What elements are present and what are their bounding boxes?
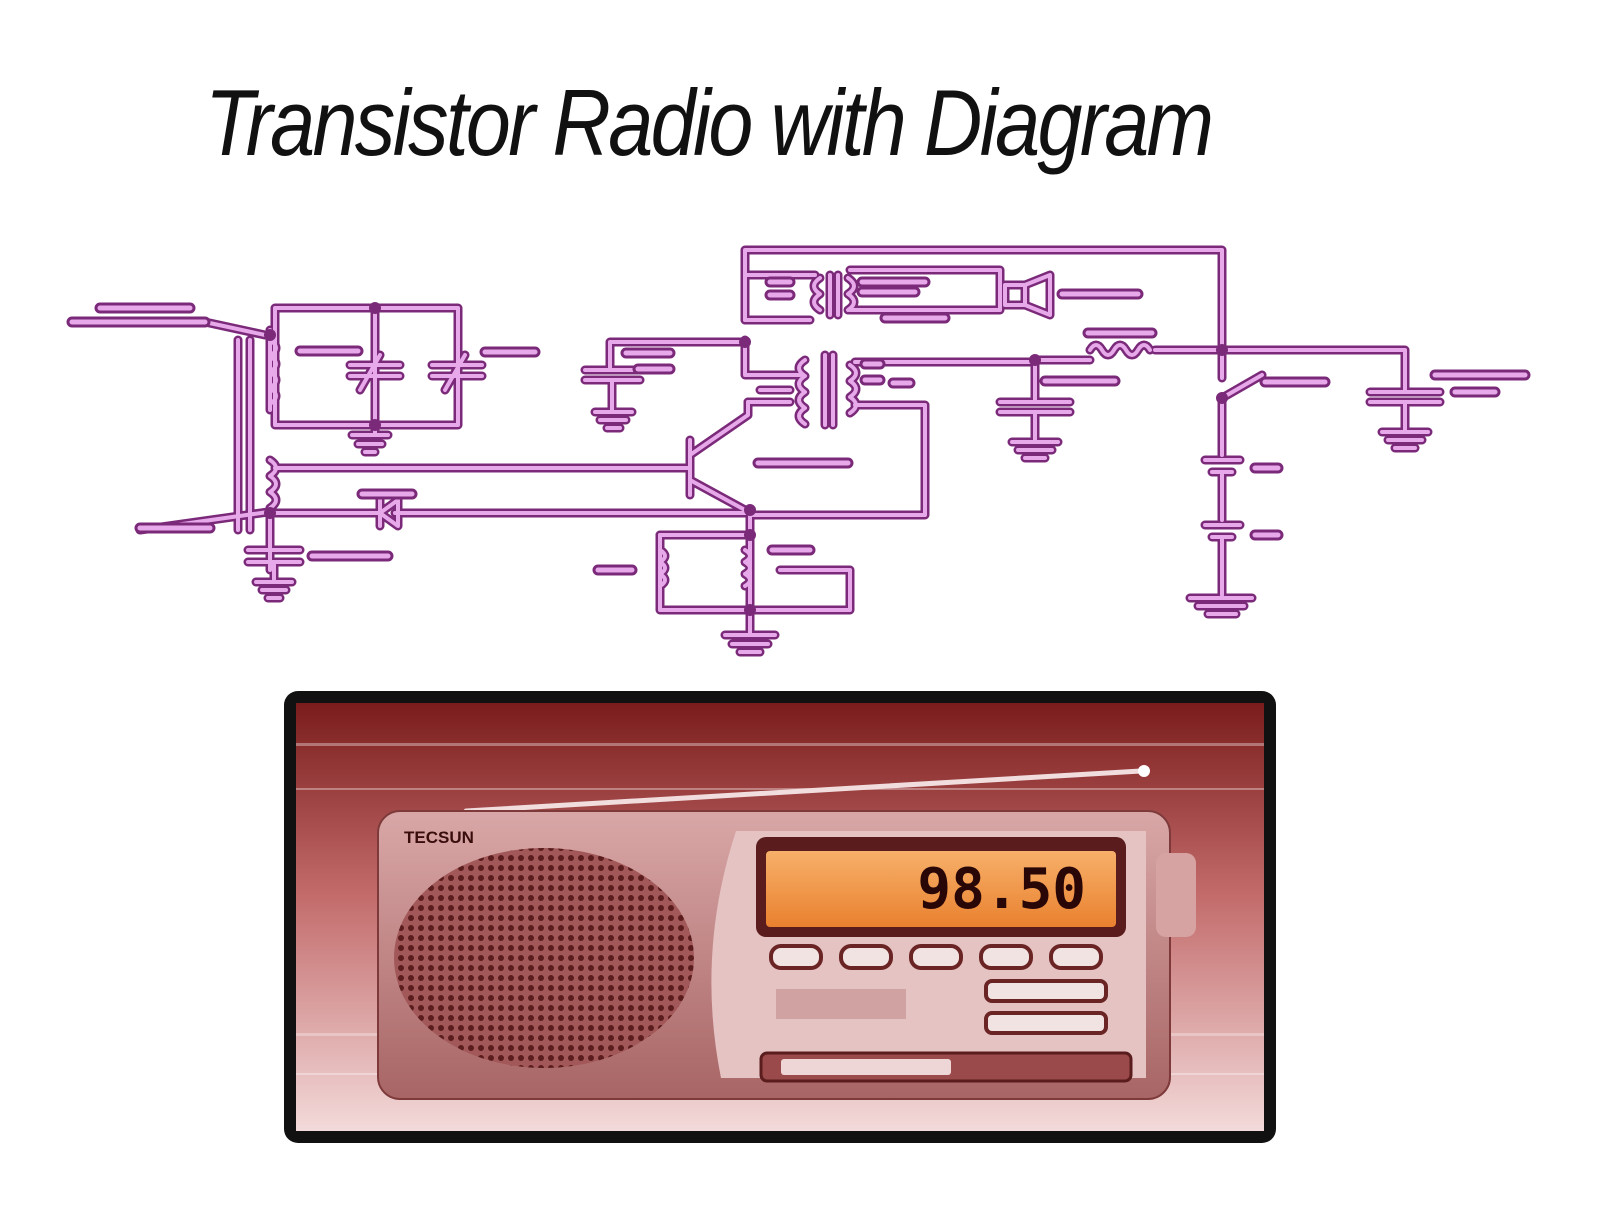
radio-photo: TECSUN 98.50 bbox=[296, 703, 1264, 1131]
preset-buttons bbox=[769, 944, 1103, 970]
tuning-bar bbox=[759, 1051, 1133, 1083]
speaker-grill bbox=[394, 848, 694, 1068]
page-title: Transistor Radio with Diagram bbox=[205, 70, 1214, 175]
circuit-schematic bbox=[0, 230, 1600, 670]
radio-photo-frame: TECSUN 98.50 bbox=[284, 691, 1276, 1143]
schematic-wires bbox=[75, 250, 1440, 652]
radio-brand: TECSUN bbox=[404, 828, 474, 847]
junction-dots bbox=[264, 302, 1228, 616]
frequency-readout: 98.50 bbox=[917, 857, 1086, 922]
function-buttons bbox=[984, 979, 1108, 1035]
lcd-display bbox=[756, 837, 1126, 937]
